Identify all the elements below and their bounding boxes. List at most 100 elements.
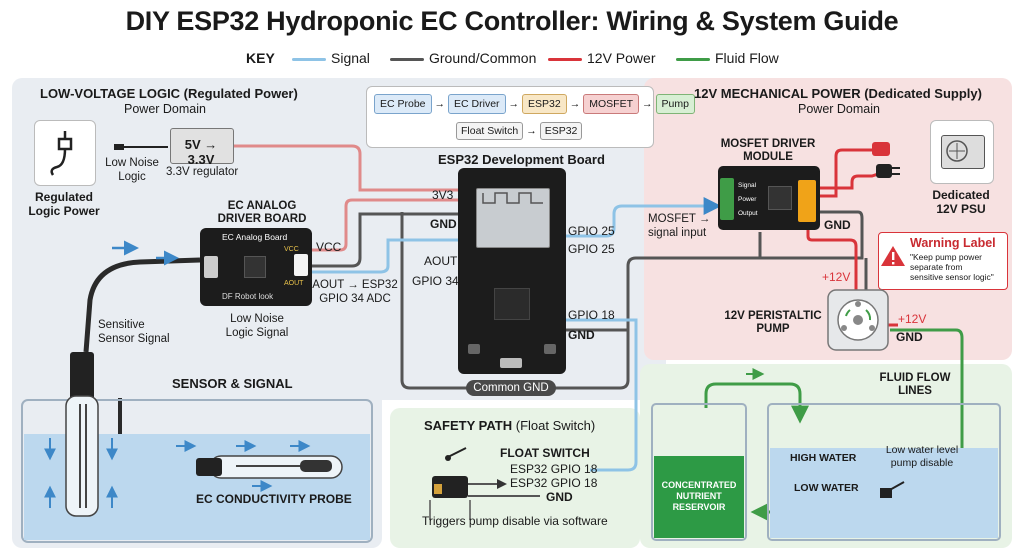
ec-chip xyxy=(244,256,266,278)
mosfet-input-label: MOSFET → signal input xyxy=(648,213,711,239)
regulator-text: 5V → 3.3V xyxy=(184,137,218,167)
flow-ec-driver: EC Driver xyxy=(448,94,506,114)
plus12-b: +12V xyxy=(898,312,927,326)
pin-gnd-top: GND xyxy=(430,217,457,231)
pin-3v3: 3V3 xyxy=(432,188,454,202)
psu-label: Dedicated 12V PSU xyxy=(932,188,990,216)
flow-ec-probe: EC Probe xyxy=(374,94,432,114)
safety-gnd: GND xyxy=(546,490,573,504)
peristaltic-pump-icon xyxy=(827,289,889,351)
ec-board-aout-silk: AOUT xyxy=(284,280,304,287)
ec-driver-board: EC Analog Board VCC AOUT DF Robot look xyxy=(200,228,312,306)
safety-title-suffix: (Float Switch) xyxy=(515,418,596,433)
esp32-title: ESP32 Development Board xyxy=(438,152,605,167)
esp32-antenna-icon xyxy=(482,192,543,204)
power-swatch xyxy=(548,57,582,61)
flow-float-target: ESP32 xyxy=(539,122,583,140)
mosfet-module: Signal Power Output xyxy=(718,166,820,230)
low-water-note: Low water level pump disable xyxy=(885,444,959,469)
sensor-tank xyxy=(21,399,373,543)
safety-panel xyxy=(390,408,640,548)
power-plug-icon xyxy=(872,142,900,178)
pin-gpio18: GPIO 18 xyxy=(568,308,615,322)
mosfet-pin-power: Power xyxy=(738,196,757,203)
key-signal: Signal xyxy=(292,50,370,66)
key-12v-label: 12V Power xyxy=(587,50,656,66)
mech-subtitle: Power Domain xyxy=(798,102,880,116)
high-water-label: HIGH WATER xyxy=(790,452,857,464)
esp32-board xyxy=(458,168,566,374)
float-switch-label: FLOAT SWITCH xyxy=(500,446,590,460)
low-voltage-subtitle: Power Domain xyxy=(124,102,206,116)
flow-mosfet: MOSFET xyxy=(583,94,639,114)
safety-gpio-b: ESP32 GPIO 18 xyxy=(510,476,598,490)
probe-body xyxy=(70,352,94,402)
pin-aout: AOUT xyxy=(424,254,458,268)
reset-button[interactable] xyxy=(544,344,556,354)
ec-board-silk: EC Analog Board xyxy=(222,232,288,242)
mosfet-pin-signal: Signal xyxy=(738,182,757,189)
sensitive-signal: Sensitive Sensor Signal xyxy=(98,319,170,345)
sensor-title: SENSOR & SIGNAL xyxy=(172,376,293,391)
mech-title: 12V MECHANICAL POWER (Dedicated Supply) xyxy=(694,86,982,101)
warning-icon xyxy=(881,246,905,266)
esp32-chip xyxy=(494,288,530,320)
psu-icon xyxy=(930,120,994,184)
flow-esp32: ESP32 xyxy=(522,94,567,114)
low-noise-logic: Low Noise Logic xyxy=(105,157,159,183)
pin-gnd-right: GND xyxy=(568,328,595,342)
page-title: DIY ESP32 Hydroponic EC Controller: Wiri… xyxy=(125,6,899,36)
aout-label: AOUT → ESP32 GPIO 34 ADC xyxy=(312,279,398,305)
low-water-label: LOW WATER xyxy=(794,482,859,494)
boot-button[interactable] xyxy=(468,344,480,354)
bnc-connector xyxy=(204,256,218,278)
warning-text: "Keep pump power separate from sensitive… xyxy=(910,252,994,282)
flow-float-row: Float Switch→ESP32 xyxy=(456,122,583,140)
fluid-swatch xyxy=(676,57,710,61)
usb-plug-icon xyxy=(114,144,168,150)
safety-title: SAFETY PATH xyxy=(424,418,513,433)
mosfet-terminal-left xyxy=(720,178,734,220)
pin-gpio25-b: GPIO 25 xyxy=(568,242,615,256)
low-noise-signal: Low Noise Logic Signal xyxy=(225,313,289,339)
ec-board-header xyxy=(294,254,308,276)
regulator-module xyxy=(170,128,234,164)
mosfet-gnd: GND xyxy=(824,218,851,232)
probe-label: EC CONDUCTIVITY PROBE xyxy=(196,492,352,506)
key-label: KEY xyxy=(246,50,275,66)
safety-note: Triggers pump disable via software xyxy=(422,514,608,528)
mosfet-chip xyxy=(768,186,792,210)
ground-swatch xyxy=(390,57,424,61)
safety-gpio-a: ESP32 GPIO 18 xyxy=(510,462,598,476)
warning-title: Warning Label xyxy=(910,236,996,250)
mosfet-pin-output: Output xyxy=(738,210,758,217)
reservoir-tank xyxy=(651,403,747,541)
key-ground: Ground/Common xyxy=(390,50,536,66)
fluid-title: FLUID FLOW LINES xyxy=(879,372,951,397)
key-signal-label: Signal xyxy=(331,50,370,66)
vcc-label: VCC xyxy=(316,240,342,254)
usb-port xyxy=(500,358,522,368)
psu-fan-icon xyxy=(946,140,968,162)
key-fluid-label: Fluid Flow xyxy=(715,50,779,66)
pin-gpio34: GPIO 34 xyxy=(412,274,459,288)
pin-gpio25-a: GPIO 25 xyxy=(568,224,615,238)
low-voltage-title: LOW-VOLTAGE LOGIC (Regulated Power) xyxy=(40,86,298,101)
mosfet-title: MOSFET DRIVER MODULE xyxy=(720,138,816,163)
ec-board-maker: DF Robot look xyxy=(222,292,274,301)
mosfet-terminal-right xyxy=(798,180,816,222)
key-fluid: Fluid Flow xyxy=(676,50,779,66)
psu-case xyxy=(941,135,985,169)
flow-float-switch: Float Switch xyxy=(456,122,524,140)
regulated-logic-label: Regulated Logic Power xyxy=(28,190,100,218)
signal-swatch xyxy=(292,57,326,61)
flow-pump: Pump xyxy=(655,94,695,114)
grow-tank xyxy=(767,403,1001,541)
ec-board-vcc-silk: VCC xyxy=(284,246,299,253)
regulator-caption: 3.3V regulator xyxy=(166,166,239,178)
pump-gnd: GND xyxy=(896,330,923,344)
reservoir-label: CONCENTRATED NUTRIENT RESERVOIR xyxy=(661,480,737,512)
flow-row: EC Probe→EC Driver→ESP32→MOSFET→Pump xyxy=(374,94,695,114)
usb-cable-icon xyxy=(34,120,96,186)
